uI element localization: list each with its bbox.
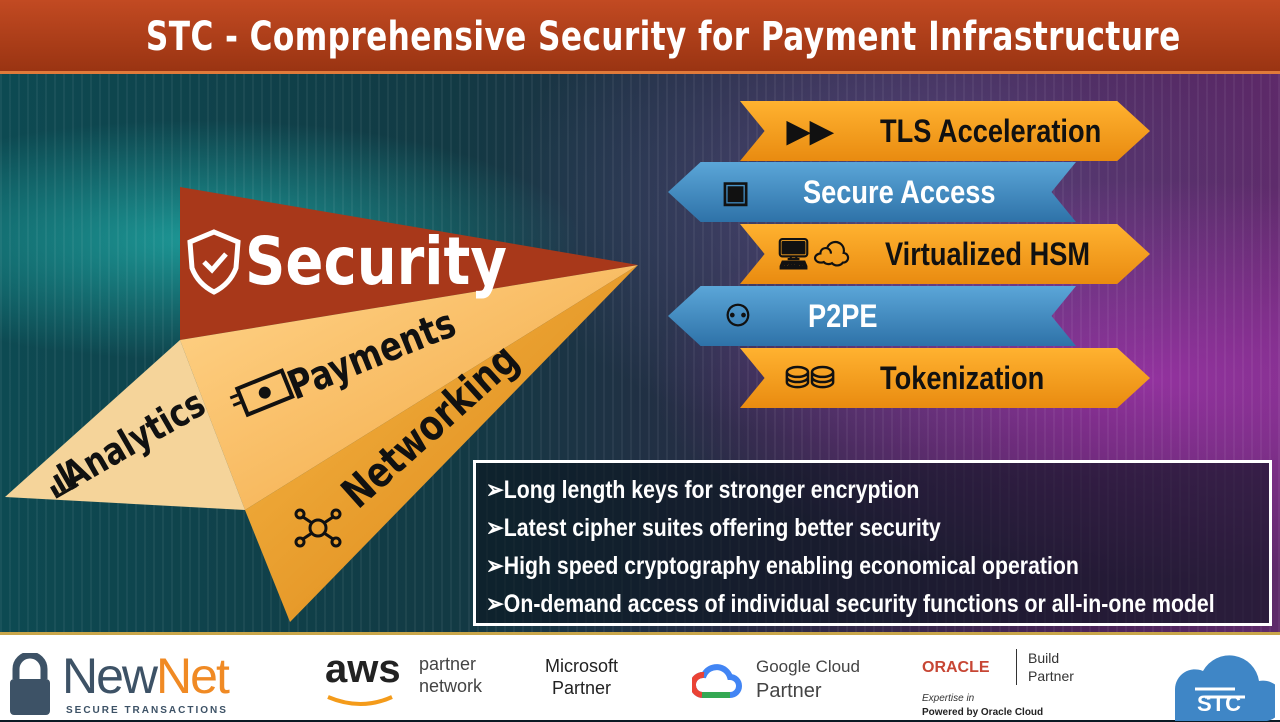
google-cloud-label: Google Cloud bbox=[756, 657, 860, 676]
safe-icon: ▣ bbox=[721, 175, 750, 209]
oracle-partner: Partner bbox=[1028, 668, 1074, 684]
bullet-item: ➢Long length keys for stronger encryptio… bbox=[486, 476, 920, 504]
bullet-item: ➢High speed cryptography enabling econom… bbox=[486, 552, 1079, 580]
page-title: STC - Comprehensive Security for Payment… bbox=[145, 14, 1181, 60]
coins-icon: ⛁⛁ bbox=[784, 361, 836, 395]
stc-cloud-logo bbox=[1175, 655, 1275, 721]
feature-virtualized-hsm: 🖥☁ Virtualized HSM bbox=[740, 224, 1150, 284]
bar-chart-icon bbox=[49, 462, 80, 499]
microsoft-label: Microsoft bbox=[545, 656, 619, 676]
network-users-icon: ⚇ bbox=[724, 299, 752, 333]
aws-network: network bbox=[419, 676, 483, 696]
aws-partner: partner bbox=[419, 654, 477, 674]
analytics-segment bbox=[5, 340, 245, 510]
security-label: Security bbox=[245, 224, 507, 301]
newnet-net: Net bbox=[156, 648, 230, 704]
title-bar: STC - Comprehensive Security for Payment… bbox=[0, 0, 1280, 74]
benefits-list: ➢Long length keys for stronger encryptio… bbox=[473, 460, 1272, 626]
newnet-logo bbox=[8, 651, 52, 722]
networking-segment bbox=[245, 265, 638, 622]
divider bbox=[1016, 649, 1017, 685]
oracle-expertise: Expertise in bbox=[922, 693, 975, 704]
oracle-build: Build bbox=[1028, 650, 1060, 666]
money-icon bbox=[229, 368, 295, 418]
newnet-tagline: SECURE TRANSACTIONS bbox=[66, 705, 228, 716]
microsoft-partner: Partner bbox=[551, 678, 612, 698]
network-hub-icon bbox=[294, 508, 342, 548]
payments-segment bbox=[180, 265, 638, 510]
stc-label: STC bbox=[1197, 691, 1241, 716]
google-partner: Partner bbox=[756, 680, 822, 702]
fast-forward-icon: ▶▶ bbox=[786, 114, 834, 148]
feature-tokenization: ⛁⛁ Tokenization bbox=[740, 348, 1150, 408]
bullet-item: ➢On-demand access of individual security… bbox=[486, 590, 1215, 618]
feature-p2pe: ⚇ P2PE bbox=[668, 286, 1076, 346]
oracle-logo: ORACLE bbox=[922, 659, 990, 676]
aws-smile-icon bbox=[327, 695, 393, 706]
oracle-powered: Powered by Oracle Cloud bbox=[922, 707, 1044, 718]
lock-icon bbox=[10, 651, 50, 715]
feature-tls-acceleration: ▶▶ TLS Acceleration bbox=[740, 101, 1150, 161]
cloud-sync-icon: 🖥☁ bbox=[774, 237, 851, 271]
google-cloud-icon bbox=[692, 664, 742, 698]
security-segment bbox=[180, 187, 638, 340]
shield-icon bbox=[187, 229, 241, 295]
feature-secure-access: ▣ Secure Access bbox=[668, 162, 1076, 222]
bullet-item: ➢Latest cipher suites offering better se… bbox=[486, 514, 941, 542]
newnet-new: New bbox=[62, 648, 158, 704]
aws-logo: aws bbox=[325, 647, 401, 691]
